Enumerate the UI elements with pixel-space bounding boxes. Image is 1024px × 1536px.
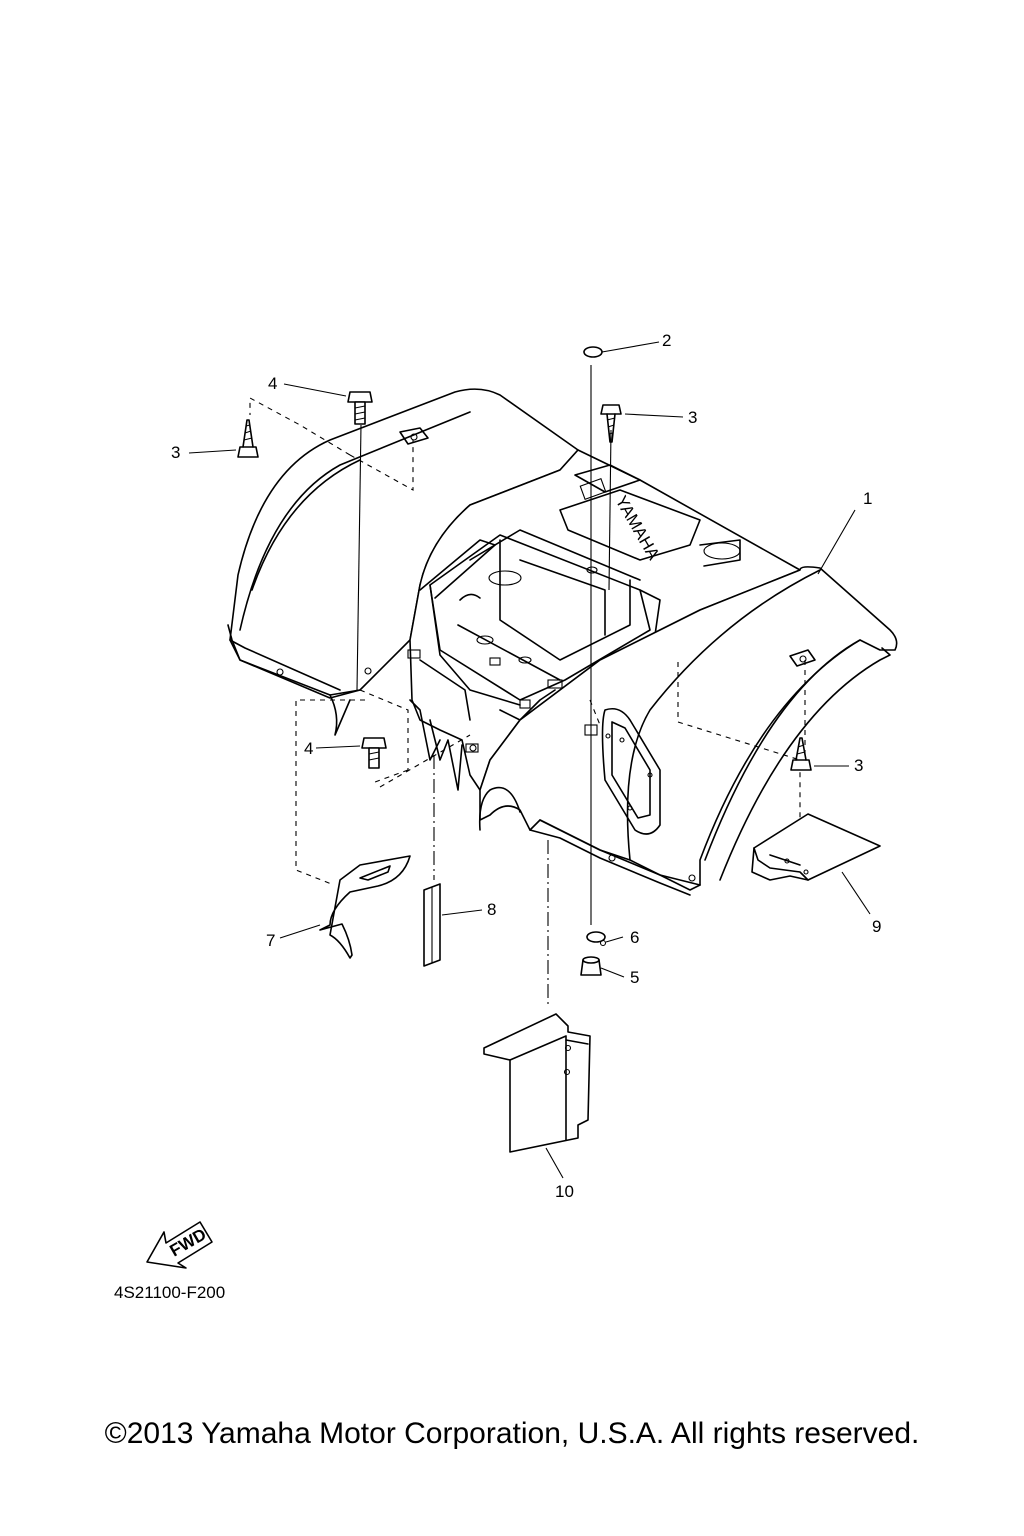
callout-2: 2	[662, 331, 671, 350]
screw-part-3-b	[600, 404, 622, 443]
callout-10: 10	[555, 1182, 574, 1201]
protector-part-8	[423, 883, 441, 967]
guard-part-7	[319, 855, 411, 959]
grommet-part-5	[580, 956, 602, 976]
callout-labels: 1 2 3 3 3 3 4 4 5 6 7 8 9 10	[171, 331, 881, 1201]
callout-4-top: 4	[268, 374, 277, 393]
cap-part-2	[583, 346, 603, 358]
callout-7: 7	[266, 931, 275, 950]
callout-9: 9	[872, 917, 881, 936]
heat-shield-part-9	[751, 813, 881, 881]
callout-6: 6	[630, 928, 639, 947]
screw-part-3-c	[790, 737, 812, 771]
callout-3-left: 3	[171, 443, 180, 462]
diagram-code: 4S21100-F200	[114, 1283, 225, 1302]
fwd-arrow-icon: FWD	[146, 1221, 213, 1269]
callout-1: 1	[863, 489, 872, 508]
assembly-lines	[249, 365, 806, 1005]
callout-3-top: 3	[688, 408, 697, 427]
callout-5: 5	[630, 968, 639, 987]
bolt-part-4-b	[361, 737, 387, 769]
plate-part-10	[483, 1013, 591, 1153]
rear-fender: YAMAHA	[227, 388, 898, 896]
clip-part-6	[586, 931, 607, 947]
bolt-part-4-a	[347, 391, 373, 425]
copyright-notice: ©2013 Yamaha Motor Corporation, U.S.A. A…	[104, 1417, 920, 1450]
callout-8: 8	[487, 900, 496, 919]
screw-part-3-a	[237, 419, 259, 458]
callout-4-bottom: 4	[304, 739, 313, 758]
callout-leaders	[188, 341, 871, 1179]
callout-3-right: 3	[854, 756, 863, 775]
